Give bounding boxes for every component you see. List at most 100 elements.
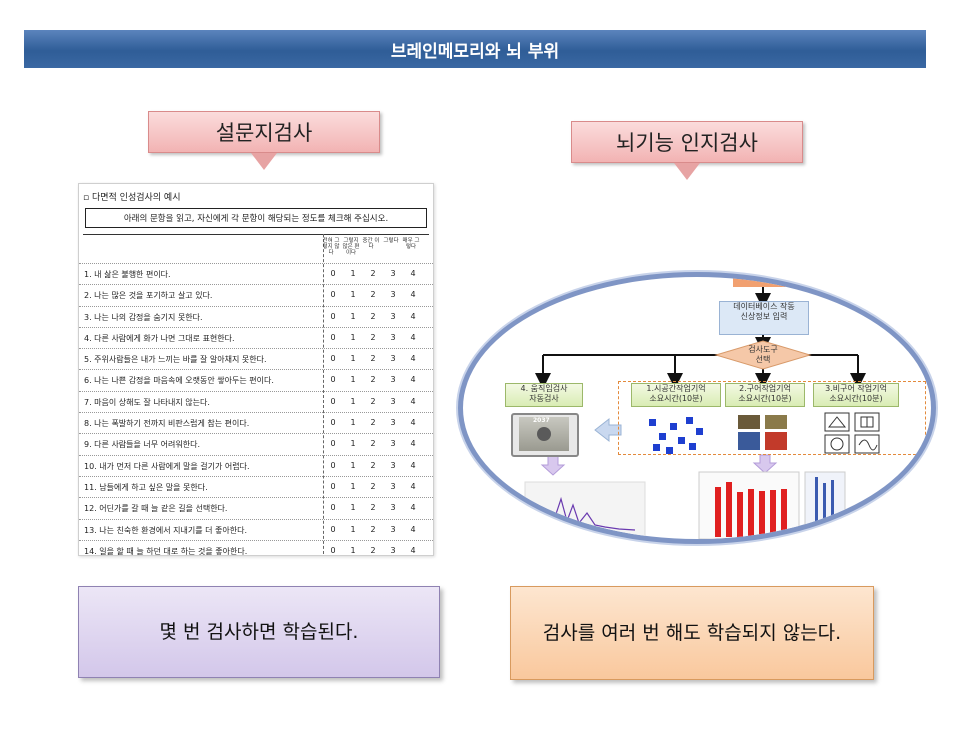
scale-option[interactable]: 2 <box>370 354 376 364</box>
nonverbal-memory-stimulus <box>824 412 880 454</box>
scale-option[interactable]: 3 <box>390 311 396 321</box>
scale-option[interactable]: 0 <box>330 545 336 555</box>
questionnaire-heading: ▫ 다면적 인성검사의 예시 <box>83 193 181 203</box>
scale-option[interactable]: 2 <box>370 439 376 449</box>
banner-title: 브레인메모리와 뇌 부위 <box>390 41 560 62</box>
scale-option[interactable]: 4 <box>410 269 416 278</box>
scale-option[interactable]: 1 <box>350 396 356 406</box>
scale-option[interactable]: 2 <box>370 503 376 513</box>
scale-option[interactable]: 3 <box>390 524 396 534</box>
scale-option[interactable]: 4 <box>410 354 416 364</box>
scale-option[interactable]: 0 <box>330 396 336 406</box>
scale-option[interactable]: 4 <box>410 375 416 385</box>
scale-option[interactable]: 1 <box>350 439 356 449</box>
start-node <box>733 277 793 287</box>
question-text: 2. 나는 많은 것을 포기하고 살고 있다. <box>84 291 213 301</box>
question-text: 14. 일을 할 때 늘 하던 대로 하는 것을 좋아한다. <box>84 546 248 556</box>
scale-option[interactable]: 0 <box>330 418 336 428</box>
scale-header: 그렇지 않은 편이다 <box>342 238 360 256</box>
scale-option[interactable]: 1 <box>350 481 356 491</box>
question-text: 7. 마음이 상해도 잘 나타내지 않는다. <box>84 397 210 407</box>
scale-option[interactable]: 2 <box>370 269 376 278</box>
scale-option[interactable]: 3 <box>390 396 396 406</box>
scale-option[interactable]: 2 <box>370 311 376 321</box>
scale-option[interactable]: 1 <box>350 332 356 342</box>
scale-option[interactable]: 1 <box>350 311 356 321</box>
down-arrow-icon <box>674 163 700 180</box>
test-node-verbal: 2.구어작업기억 소요시간(10분) <box>725 383 805 407</box>
scale-option[interactable]: 2 <box>370 460 376 470</box>
scale-option[interactable]: 1 <box>350 545 356 555</box>
cognitive-test-callout: 뇌기능 인지검사 <box>571 121 803 180</box>
scale-option[interactable]: 4 <box>410 418 416 428</box>
scale-option[interactable]: 0 <box>330 354 336 364</box>
questionnaire-instruction: 아래의 문항을 읽고, 자신에게 각 문항이 해당되는 정도를 체크해 주십시오… <box>85 208 427 228</box>
down-arrow-icon <box>752 454 778 474</box>
scale-option[interactable]: 4 <box>410 396 416 406</box>
questionnaire-row: 5. 주위사람들은 내가 느끼는 바를 잘 알아채지 못한다. 0 1 2 3 4 <box>79 348 433 369</box>
scale-option[interactable]: 2 <box>370 290 376 300</box>
scale-option[interactable]: 4 <box>410 545 416 555</box>
test-node-spatial: 1.시공간작업기억 소요시간(10분) <box>631 383 721 407</box>
scale-option[interactable]: 1 <box>350 290 356 300</box>
divider <box>83 234 429 235</box>
scale-option[interactable]: 3 <box>390 290 396 300</box>
scale-option[interactable]: 0 <box>330 503 336 513</box>
decision-node <box>714 340 812 370</box>
scale-option[interactable]: 0 <box>330 332 336 342</box>
scale-option[interactable]: 0 <box>330 375 336 385</box>
scale-option[interactable]: 1 <box>350 418 356 428</box>
question-text: 5. 주위사람들은 내가 느끼는 바를 잘 알아채지 못한다. <box>84 355 267 365</box>
scale-option[interactable]: 1 <box>350 375 356 385</box>
scale-option[interactable]: 3 <box>390 439 396 449</box>
scale-option[interactable]: 1 <box>350 503 356 513</box>
left-arrow-icon <box>594 417 622 443</box>
scale-option[interactable]: 2 <box>370 524 376 534</box>
memory-result-chart <box>698 471 846 539</box>
scale-option[interactable]: 4 <box>410 311 416 321</box>
scale-option[interactable]: 4 <box>410 332 416 342</box>
scale-option[interactable]: 2 <box>370 481 376 491</box>
scale-option[interactable]: 1 <box>350 269 356 278</box>
scale-option[interactable]: 0 <box>330 481 336 491</box>
scale-option[interactable]: 4 <box>410 290 416 300</box>
scale-option[interactable]: 1 <box>350 524 356 534</box>
scale-option[interactable]: 2 <box>370 375 376 385</box>
scale-option[interactable]: 0 <box>330 524 336 534</box>
scale-option[interactable]: 2 <box>370 545 376 555</box>
scale-option[interactable]: 3 <box>390 481 396 491</box>
scale-option[interactable]: 0 <box>330 439 336 449</box>
scale-option[interactable]: 2 <box>370 396 376 406</box>
no-learning-effect-text: 검사를 여러 번 해도 학습되지 않는다. <box>542 622 842 644</box>
scale-option[interactable]: 4 <box>410 439 416 449</box>
scale-option[interactable]: 3 <box>390 375 396 385</box>
scale-option[interactable]: 4 <box>410 460 416 470</box>
scale-option[interactable]: 0 <box>330 290 336 300</box>
database-node: 데이터베이스 작동 신상정보 입력 <box>719 301 809 335</box>
scale-option[interactable]: 2 <box>370 418 376 428</box>
questionnaire-row: 7. 마음이 상해도 잘 나타내지 않는다. 0 1 2 3 4 <box>79 390 433 412</box>
scale-option[interactable]: 0 <box>330 311 336 321</box>
scale-option[interactable]: 3 <box>390 418 396 428</box>
scale-option[interactable]: 0 <box>330 269 336 278</box>
scale-option[interactable]: 1 <box>350 354 356 364</box>
scale-option[interactable]: 3 <box>390 332 396 342</box>
scale-option[interactable]: 1 <box>350 460 356 470</box>
question-text: 12. 어딘가를 갈 때 늘 같은 길을 선택한다. <box>84 504 228 514</box>
scale-option[interactable]: 3 <box>390 269 396 278</box>
survey-test-label: 설문지검사 <box>215 121 313 145</box>
scale-option[interactable]: 4 <box>410 481 416 491</box>
scale-option[interactable]: 3 <box>390 503 396 513</box>
scale-option[interactable]: 4 <box>410 524 416 534</box>
questionnaire-sample: ▫ 다면적 인성검사의 예시 아래의 문항을 읽고, 자신에게 각 문항이 해당… <box>78 183 434 556</box>
question-text: 6. 나는 나쁜 감정을 마음속에 오랫동안 쌓아두는 편이다. <box>84 376 274 386</box>
scale-option[interactable]: 4 <box>410 503 416 513</box>
scale-option[interactable]: 3 <box>390 354 396 364</box>
cognitive-test-label: 뇌기능 인지검사 <box>616 131 758 155</box>
scale-option[interactable]: 3 <box>390 460 396 470</box>
scale-option[interactable]: 2 <box>370 332 376 342</box>
scale-option[interactable]: 3 <box>390 545 396 555</box>
scale-option[interactable]: 0 <box>330 460 336 470</box>
